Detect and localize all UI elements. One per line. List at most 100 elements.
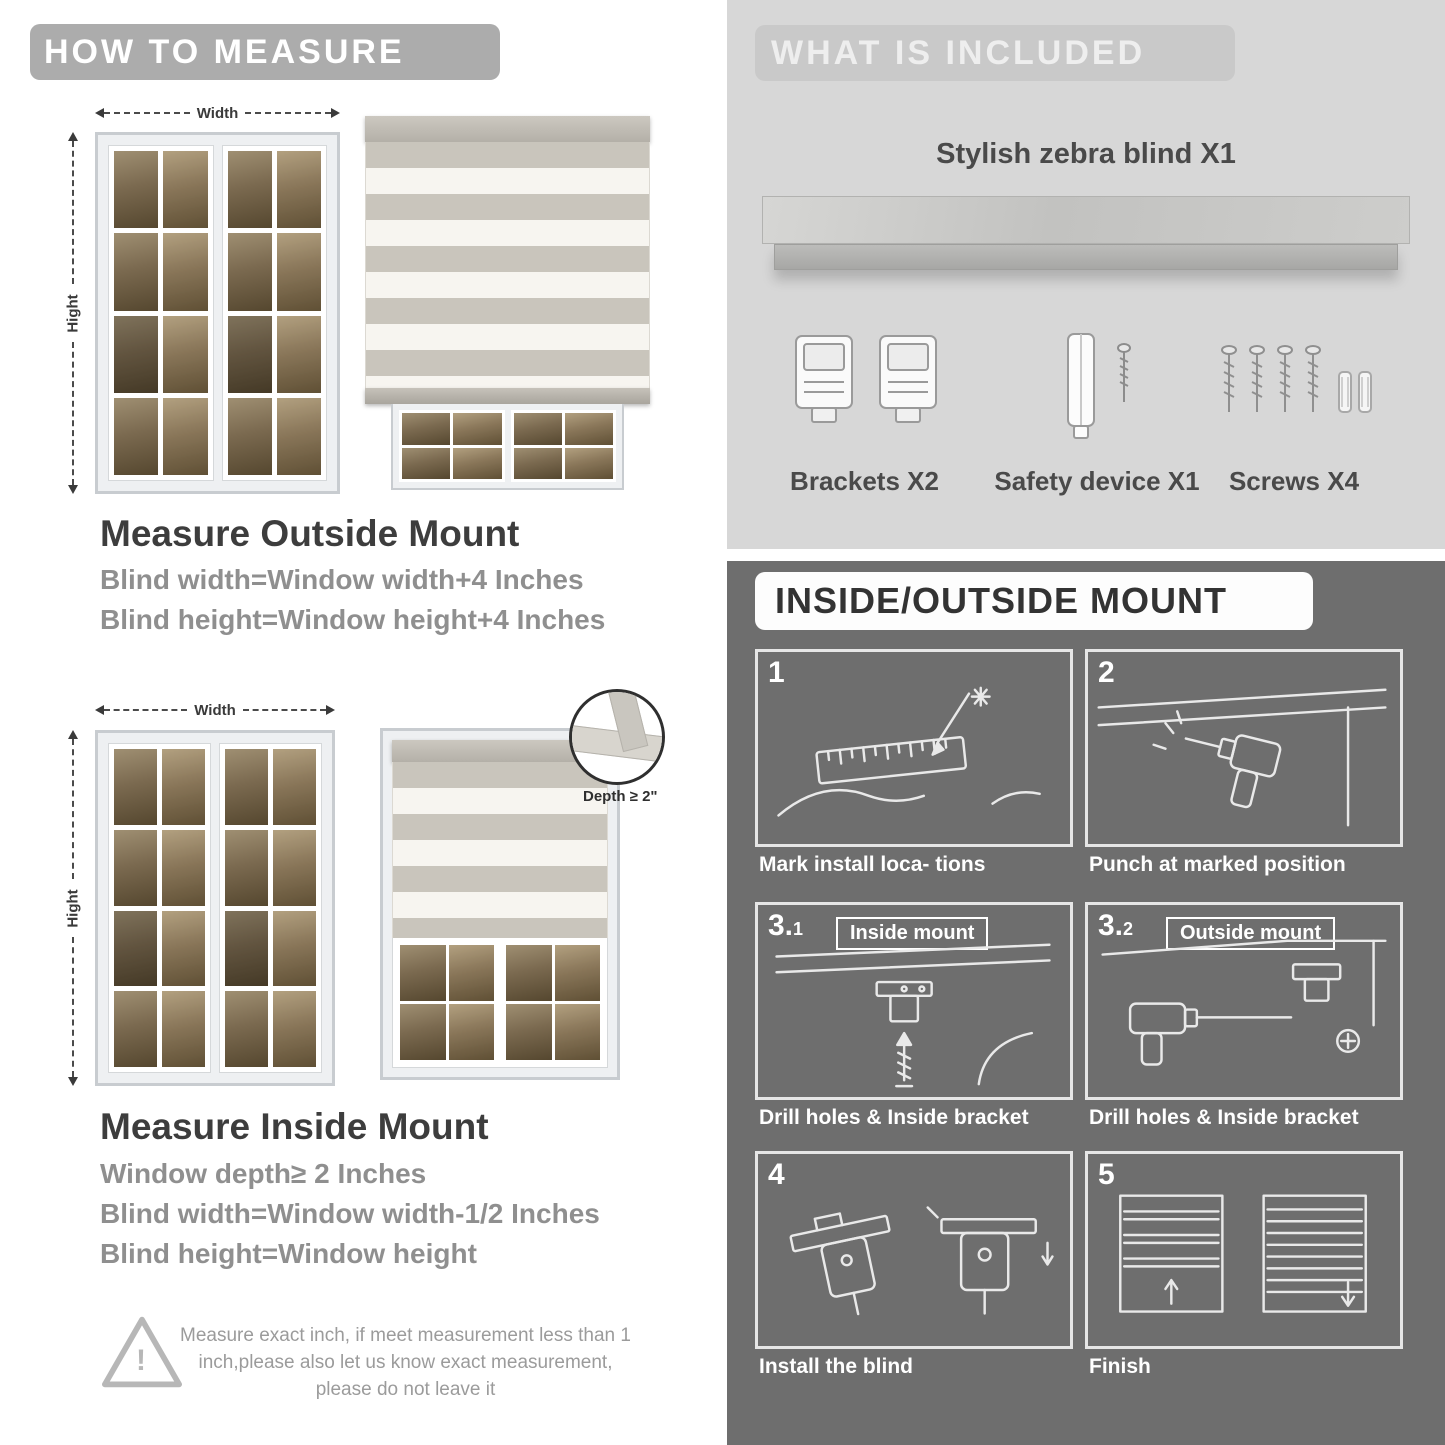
step-number: 5 (1098, 1158, 1115, 1191)
step-caption-5: Finish (1089, 1355, 1151, 1378)
window-pane (273, 749, 316, 825)
window-below-blind (365, 404, 650, 490)
window-pane (400, 1004, 446, 1060)
step-caption-4: Install the blind (759, 1355, 914, 1378)
window-pane (114, 151, 159, 229)
window-pane (114, 991, 157, 1067)
warning-text: Measure exact inch, if meet measurement … (180, 1325, 631, 1400)
step-number: 4 (768, 1158, 785, 1191)
headrail-cassette (762, 196, 1410, 244)
mount-banner: INSIDE/OUTSIDE MOUNT (755, 572, 1313, 630)
depth-label: Depth ≥ 2" (583, 788, 658, 805)
window-sash (108, 145, 214, 481)
window-pane (564, 413, 614, 445)
drill-illustration (1097, 688, 1387, 827)
step-caption-3-1: Drill holes & Inside bracket (759, 1106, 1029, 1129)
inside-mount-line-3: Blind height=Window height (100, 1238, 477, 1269)
window-pane (276, 397, 321, 475)
inside-mount-line-1: Window depth≥ 2 Inches (100, 1158, 427, 1189)
arrowhead-left-icon (95, 705, 104, 715)
blind-cassette (365, 116, 650, 142)
step-caption-1: Mark install loca- tions (759, 853, 986, 876)
height-label: Hight (64, 888, 82, 928)
window-pane (513, 413, 562, 445)
window-sash (503, 942, 603, 1063)
height-label: Hight (64, 293, 82, 333)
how-to-measure-banner: HOW TO MEASURE (30, 24, 500, 80)
window-sash (219, 743, 322, 1073)
safety-device-icon (1067, 333, 1131, 439)
step-panel-1: 1 (755, 649, 1073, 847)
brackets-icon (795, 335, 937, 423)
window-pane (225, 910, 268, 987)
safety-device-label: Safety device X1 (994, 466, 1200, 496)
window-pane (162, 829, 205, 906)
window-pane (227, 233, 272, 311)
window-pane (225, 991, 268, 1067)
window-pane (163, 315, 208, 393)
window-pane (564, 447, 614, 479)
warning-exclamation: ! (136, 1344, 146, 1377)
window-pane (453, 447, 502, 479)
width-label: Width (196, 104, 239, 122)
window-pane (276, 315, 321, 393)
width-arrow-outside: Width (95, 104, 341, 122)
width-label: Width (194, 701, 236, 719)
blind-name-label: Stylish zebra blind X1 (936, 138, 1236, 170)
what-is-included-section: WHAT IS INCLUDED Stylish zebra blind X1 (727, 0, 1445, 549)
arrowhead-up-icon (68, 132, 78, 141)
outside-mount-tag: Outside mount (1166, 917, 1336, 950)
window-pane (114, 829, 157, 906)
window-pane (227, 151, 272, 229)
outside-mount-line-1: Blind width=Window width+4 Inches (100, 564, 584, 595)
step-number: 3.2 (1098, 909, 1134, 942)
blind-cassette (392, 740, 608, 762)
window-pane (554, 945, 600, 1001)
inside-bracket-illustration (775, 943, 1051, 1088)
arrowhead-left-icon (95, 108, 104, 118)
zebra-blind-headrail-illustration (762, 196, 1410, 270)
inside-mount-blind-illustration (380, 728, 620, 1080)
headrail-rail (774, 244, 1398, 270)
step-panel-2: 2 (1085, 649, 1403, 847)
arrowhead-down-icon (68, 1077, 78, 1086)
zebra-stripes (365, 142, 650, 388)
window-pane (163, 233, 208, 311)
outside-mount-blind-illustration (365, 116, 650, 490)
arrowhead-up-icon (68, 730, 78, 739)
what-is-included-banner: WHAT IS INCLUDED (755, 25, 1235, 81)
window-pane (554, 1004, 600, 1060)
window-pane (163, 397, 208, 475)
height-arrow-outside: Hight (64, 132, 82, 494)
height-arrow-inside: Hight (64, 730, 82, 1086)
window-pane (506, 945, 552, 1001)
window-pane (162, 749, 205, 825)
window-pane (276, 233, 321, 311)
inside-mount-title: Measure Inside Mount (100, 1106, 489, 1147)
outside-mount-title: Measure Outside Mount (100, 513, 520, 554)
window-pane (276, 151, 321, 229)
window-pane (273, 991, 316, 1067)
window-pane (513, 447, 562, 479)
window-pane (448, 945, 494, 1001)
step-number: 1 (768, 656, 785, 689)
finish-illustration (1119, 1194, 1367, 1313)
window-pane (448, 1004, 494, 1060)
window-sash (510, 410, 617, 482)
step-number: 3.1 (768, 909, 804, 942)
window-pane (114, 397, 159, 475)
window-pane (400, 945, 446, 1001)
window-pane (114, 749, 157, 825)
window-pane (114, 910, 157, 987)
step-caption-3-2: Drill holes & Inside bracket (1089, 1106, 1359, 1129)
window-below-blind (392, 938, 608, 1068)
window-sash (221, 145, 327, 481)
window-pane (506, 1004, 552, 1060)
window-pane (114, 233, 159, 311)
width-arrow-inside: Width (95, 701, 336, 719)
window-pane (225, 829, 268, 906)
window-pane (273, 910, 316, 987)
window-sash (108, 743, 211, 1073)
window-photo-inside (95, 730, 335, 1086)
